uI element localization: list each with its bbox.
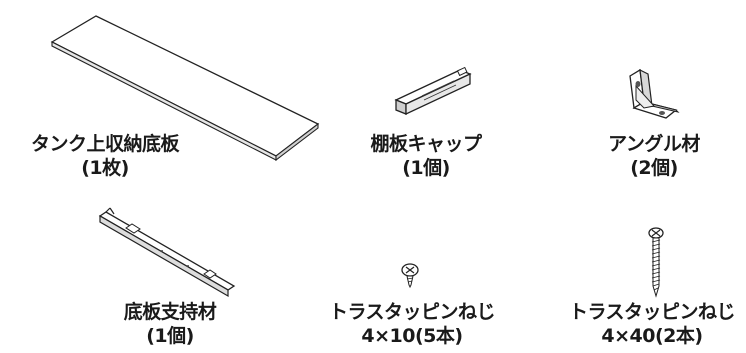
part-quantity: 4×40(2本): [601, 325, 703, 347]
part-name: 底板支持材: [123, 301, 217, 323]
long-truss-screw-icon: [648, 227, 664, 298]
part-name: トラスタッピンねじ: [568, 301, 736, 323]
part-name: アングル材: [608, 133, 700, 155]
shelf-cap-block-icon: [394, 66, 472, 116]
part-name: タンク上収納底板: [30, 133, 180, 155]
support-rail-icon: [98, 207, 236, 298]
part-name: トラスタッピンねじ: [328, 301, 496, 323]
long-flat-board-icon: [50, 15, 320, 162]
short-truss-screw-icon: [401, 263, 419, 289]
part-quantity: (1個): [402, 157, 450, 179]
angle-bracket-icon: [629, 68, 680, 119]
part-quantity: (1枚): [81, 157, 129, 179]
part-quantity: 4×10(5本): [361, 325, 463, 347]
part-quantity: (2個): [630, 157, 678, 179]
part-quantity: (1個): [146, 325, 194, 347]
part-name: 棚板キャップ: [370, 133, 482, 155]
